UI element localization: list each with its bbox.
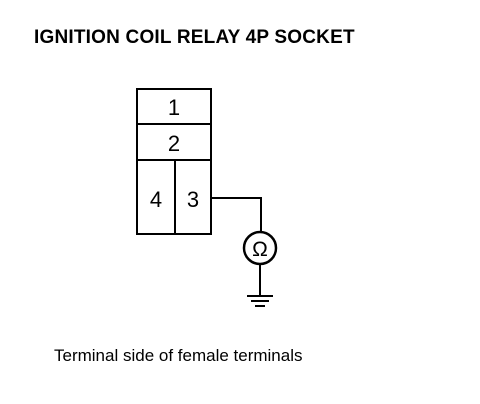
terminal-1-label: 1 <box>168 95 180 120</box>
probe-wire <box>211 197 262 232</box>
ohmmeter-icon: Ω <box>242 230 278 266</box>
terminal-2-label: 2 <box>168 131 180 156</box>
ground-icon <box>247 295 273 307</box>
diagram-title: IGNITION COIL RELAY 4P SOCKET <box>34 27 355 48</box>
ohm-symbol: Ω <box>252 238 268 261</box>
diagram-caption: Terminal side of female terminals <box>54 346 303 365</box>
terminal-3-label: 3 <box>187 187 199 212</box>
terminal-4-label: 4 <box>150 187 162 212</box>
